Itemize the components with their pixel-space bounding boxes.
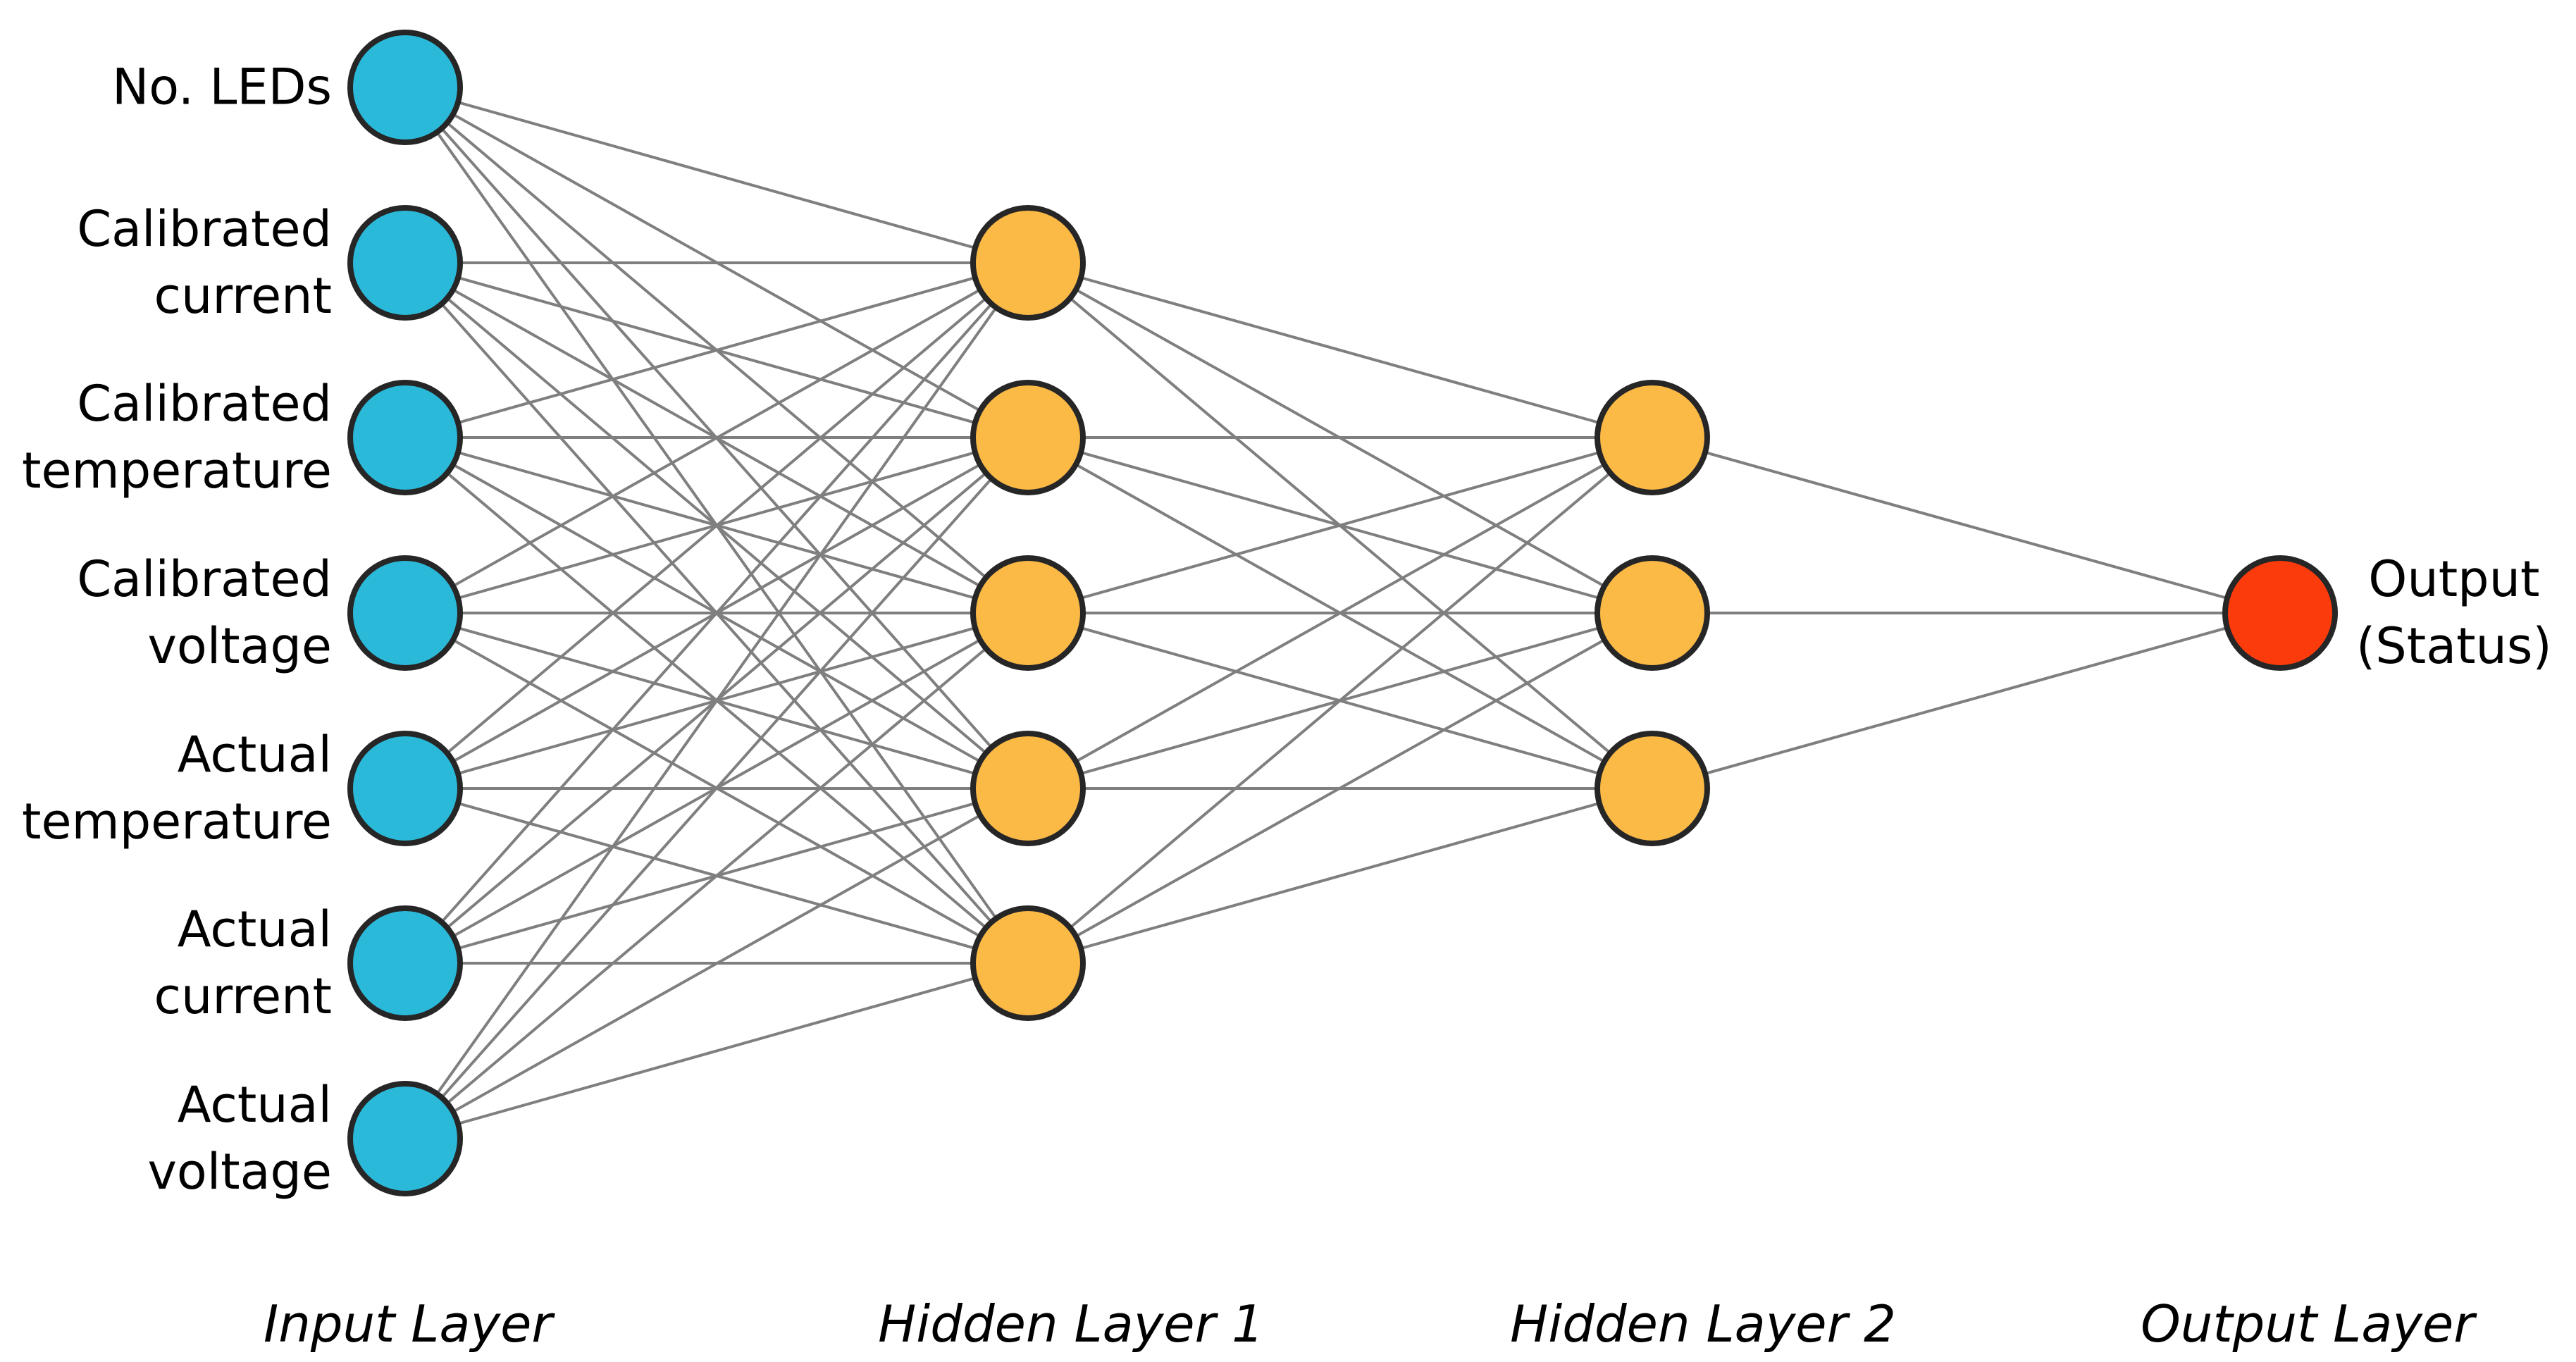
output-node-1 [2222, 555, 2338, 671]
edge-hidden2-3-output-1 [1652, 612, 2281, 790]
edge-hidden1-4-hidden2-1 [1027, 436, 1653, 790]
edges-hidden2-to-output [1652, 436, 2281, 790]
hidden1-node-4 [970, 731, 1086, 846]
edge-hidden1-5-hidden2-1 [1027, 436, 1654, 965]
hidden2-node-1 [1594, 380, 1710, 495]
edge-hidden1-1-hidden2-1 [1027, 261, 1653, 439]
input-node-3-label: Calibrated temperature [22, 375, 332, 500]
edges-hidden1-to-hidden2 [1027, 261, 1654, 965]
input-node-4-label: Calibrated voltage [77, 550, 332, 675]
edge-hidden1-5-hidden2-3 [1027, 787, 1653, 965]
edge-input-7-hidden1-5 [404, 962, 1029, 1140]
edge-hidden2-1-output-1 [1652, 436, 2281, 614]
edges-input-to-hidden1 [404, 86, 1029, 1140]
input-node-6-label: Actual current [154, 900, 332, 1025]
hidden2-layer-nodes [1594, 380, 1710, 846]
input-node-2-label: Calibrated current [77, 200, 332, 325]
input-node-2 [347, 205, 463, 321]
input-node-7 [347, 1081, 463, 1196]
hidden1-node-3 [970, 555, 1086, 671]
input-node-1 [347, 30, 463, 145]
output-node-1-label: Output (Status) [2356, 550, 2552, 675]
edge-hidden1-3-hidden2-1 [1027, 436, 1653, 614]
input-node-5-label: Actual temperature [22, 726, 332, 850]
edge-hidden1-5-hidden2-2 [1027, 612, 1653, 965]
layer-caption-hidden1: Hidden Layer 1 [878, 1294, 1264, 1354]
edge-input-7-hidden1-2 [404, 436, 1029, 1140]
edge-input-7-hidden1-3 [404, 612, 1029, 1140]
edge-input-7-hidden1-4 [404, 787, 1029, 1140]
edge-input-5-hidden1-1 [404, 261, 1029, 790]
input-node-3 [347, 380, 463, 495]
hidden1-node-5 [970, 905, 1086, 1021]
hidden1-node-2 [970, 380, 1086, 495]
hidden2-node-3 [1594, 731, 1710, 846]
input-node-7-label: Actual voltage [147, 1076, 332, 1201]
input-node-1-label: No. LEDs [111, 58, 332, 116]
input-node-4 [347, 555, 463, 671]
hidden1-layer-nodes [970, 205, 1086, 1021]
edge-input-3-hidden1-1 [404, 261, 1029, 439]
input-layer-nodes [347, 30, 463, 1196]
hidden1-node-1 [970, 205, 1086, 321]
edge-input-4-hidden1-1 [404, 261, 1029, 614]
input-node-6 [347, 905, 463, 1021]
edge-input-7-hidden1-1 [404, 261, 1029, 1140]
edge-input-1-hidden1-1 [404, 86, 1029, 264]
edge-input-6-hidden1-1 [404, 261, 1029, 965]
layer-caption-input: Input Layer [263, 1294, 553, 1354]
hidden2-node-2 [1594, 555, 1710, 671]
input-node-5 [347, 731, 463, 846]
layer-caption-output: Output Layer [2141, 1294, 2475, 1354]
output-layer-nodes [2222, 555, 2338, 671]
layer-caption-hidden2: Hidden Layer 2 [1510, 1294, 1896, 1354]
